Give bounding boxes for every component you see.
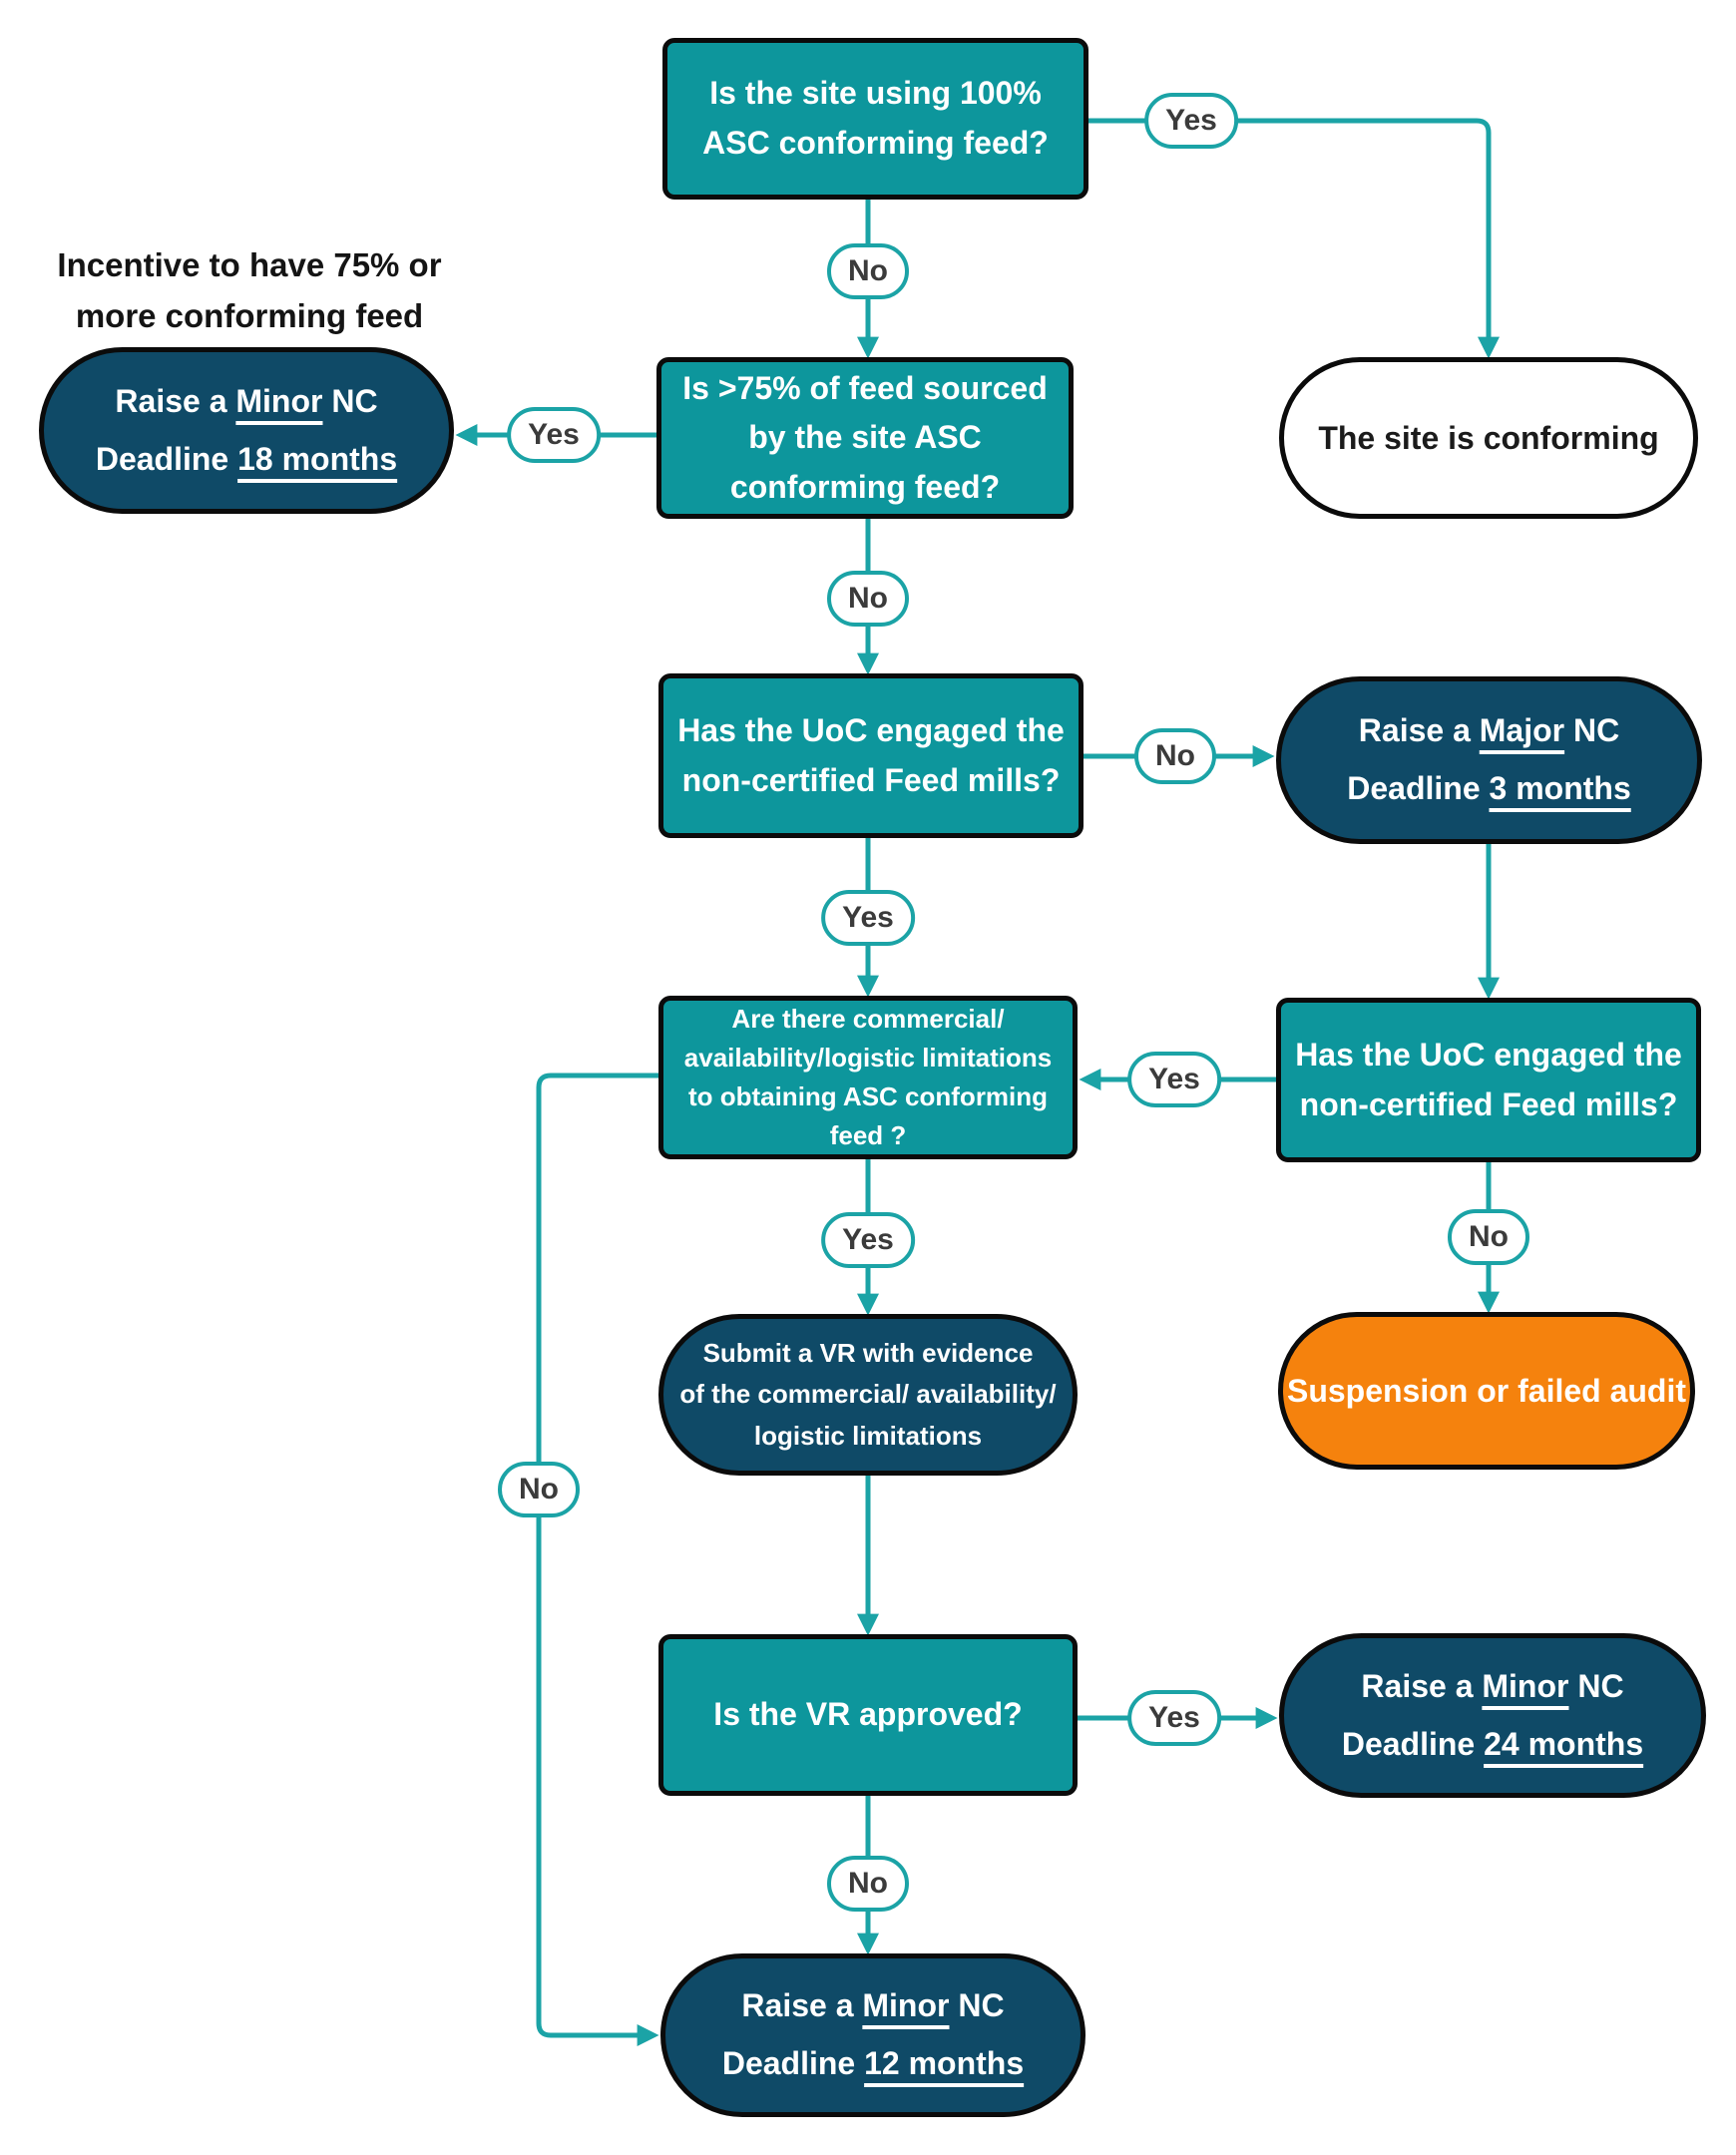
action-submit-vr: Submit a VR with evidence of the commerc…: [658, 1314, 1078, 1476]
decision-site-100-feed-text: Is the site using 100% ASC conforming fe…: [702, 75, 1049, 161]
edge-label-yes-minor18: Yes: [507, 407, 601, 463]
decision-uoc-engaged: Has the UoC engaged the non-certified Fe…: [658, 673, 1084, 838]
decision-vr-approved-text: Is the VR approved?: [713, 1696, 1023, 1733]
edge-label-no-minor12: No: [827, 1856, 909, 1912]
outcome-minor-nc-18-text: Raise a Minor NC Deadline 18 months: [95, 382, 398, 477]
decision-uoc-engaged-text: Has the UoC engaged the non-certified Fe…: [677, 711, 1065, 798]
edge-limitations-no-to-minor12: [536, 1073, 659, 2047]
outcome-minor-nc-12: Raise a Minor NC Deadline 12 months: [660, 1953, 1085, 2117]
edge-label-no-q75: No: [827, 571, 909, 627]
decision-site-100-feed: Is the site using 100% ASC conforming fe…: [662, 38, 1088, 200]
outcome-minor-nc-18: Raise a Minor NC Deadline 18 months: [39, 347, 454, 514]
edge-label-yes-minor24: Yes: [1127, 1690, 1221, 1746]
outcome-major-nc-3-text: Raise a Major NC Deadline 3 months: [1347, 712, 1631, 806]
edge-q100-to-conforming: [1088, 118, 1501, 359]
edge-label-yes-limitations: Yes: [821, 1212, 915, 1268]
outcome-minor-nc-24: Raise a Minor NC Deadline 24 months: [1279, 1633, 1706, 1798]
edge-label-no-limitations: No: [498, 1462, 580, 1517]
outcome-major-nc-3: Raise a Major NC Deadline 3 months: [1276, 676, 1702, 844]
decision-uoc-engaged-2-text: Has the UoC engaged the non-certified Fe…: [1295, 1036, 1682, 1122]
note-incentive: Incentive to have 75% or more conforming…: [57, 246, 442, 335]
terminal-site-conforming: The site is conforming: [1279, 357, 1698, 519]
edge-label-no-suspension: No: [1448, 1209, 1529, 1265]
decision-feed-75: Is >75% of feed sourced by the site ASC …: [656, 357, 1074, 519]
edge-label-yes-site-conforming: Yes: [1144, 93, 1238, 149]
decision-uoc-engaged-2: Has the UoC engaged the non-certified Fe…: [1276, 998, 1701, 1162]
action-submit-vr-text: Submit a VR with evidence of the commerc…: [679, 1337, 1057, 1451]
outcome-suspension: Suspension or failed audit: [1278, 1312, 1695, 1470]
edge-label-no-q100: No: [827, 243, 909, 299]
edge-label-yes-uoc2: Yes: [1127, 1052, 1221, 1107]
outcome-suspension-text: Suspension or failed audit: [1286, 1372, 1687, 1409]
decision-limitations-text: Are there commercial/ availability/logis…: [683, 1004, 1053, 1150]
outcome-minor-nc-24-text: Raise a Minor NC Deadline 24 months: [1341, 1667, 1644, 1762]
edge-label-yes-uoc: Yes: [821, 890, 915, 946]
decision-limitations: Are there commercial/ availability/logis…: [658, 996, 1078, 1159]
edge-label-no-major3: No: [1134, 728, 1216, 784]
terminal-site-conforming-text: The site is conforming: [1318, 419, 1659, 456]
decision-feed-75-text: Is >75% of feed sourced by the site ASC …: [682, 369, 1048, 505]
outcome-minor-nc-12-text: Raise a Minor NC Deadline 12 months: [721, 1987, 1025, 2081]
decision-vr-approved: Is the VR approved?: [658, 1634, 1078, 1796]
